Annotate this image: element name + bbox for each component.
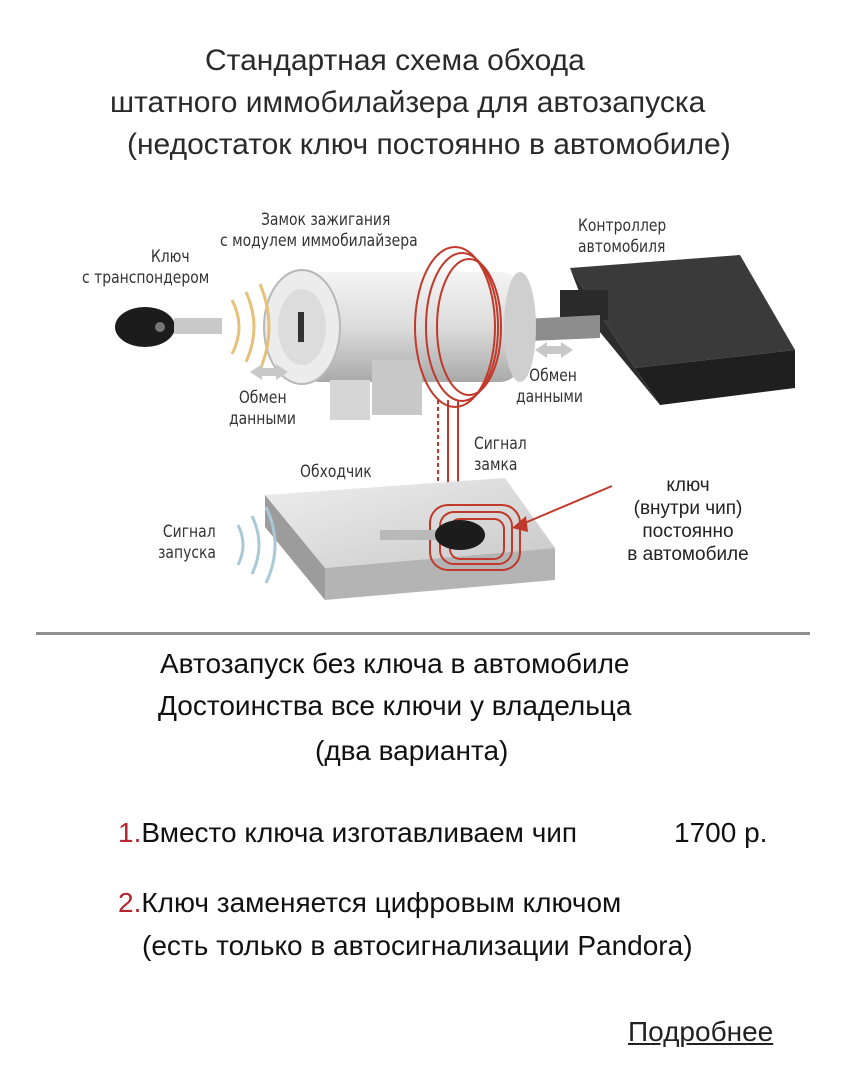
ignition-lock <box>263 269 536 420</box>
start-signal-label: Сигнал запуска <box>158 522 216 564</box>
variants-text: (два варианта) <box>315 735 509 766</box>
note-line3: постоянно <box>642 521 734 542</box>
exchange-right-label: Обмен данными <box>516 366 583 408</box>
option-2-note: (есть только в автосигнализации Pandora) <box>142 930 693 961</box>
exchange-right-line2: данными <box>516 387 583 407</box>
controller-label: Контроллер автомобиля <box>578 216 666 258</box>
lock-signal-line2: замка <box>474 455 518 475</box>
note-line4: в автомобиле <box>627 544 749 565</box>
exchange-right-line1: Обмен <box>529 366 577 386</box>
lock-signal-line1: Сигнал <box>474 434 527 454</box>
key-label-line1: Ключ <box>150 247 190 267</box>
pointer-arrow <box>512 485 613 532</box>
option-1-price: 1700 р. <box>674 817 768 848</box>
bypass-box <box>265 478 555 600</box>
autostart-heading: Автозапуск без ключа в автомобиле <box>160 648 630 679</box>
lock-label: Замок зажигания с модулем иммобилайзера <box>220 210 418 252</box>
option-2-text: Ключ заменяется цифровым ключом <box>141 887 622 918</box>
immobilizer-diagram <box>115 246 795 600</box>
key-inside-note: ключ (внутри чип) постоянно в автомобиле <box>608 474 768 566</box>
transponder-key <box>115 307 222 347</box>
more-link[interactable]: Подробнее <box>628 1016 774 1047</box>
option-2-number: 2. <box>118 887 142 918</box>
lock-label-line1: Замок зажигания <box>261 210 391 230</box>
controller-label-line1: Контроллер <box>578 216 667 236</box>
lock-signal-label: Сигнал замка <box>474 434 527 476</box>
controller-box <box>560 255 795 405</box>
key-label: Ключ с транспондером <box>82 247 209 289</box>
option-1: 1.Вместо ключа изготавливаем чип <box>118 817 577 849</box>
exchange-left-line2: данными <box>229 409 296 429</box>
title-line-3: (недостаток ключ постоянно в автомобиле) <box>127 128 731 161</box>
key-label-line2: с транспондером <box>82 268 210 288</box>
section-divider <box>36 632 810 635</box>
option-2: 2.Ключ заменяется цифровым ключом <box>118 887 621 919</box>
note-line1: ключ <box>666 475 710 496</box>
exchange-left-line1: Обмен <box>238 388 287 408</box>
start-signal-line2: запуска <box>158 543 216 563</box>
title-line-1: Стандартная схема обхода <box>205 44 585 77</box>
exchange-left-label: Обмен данными <box>229 388 296 430</box>
controller-label-line2: автомобиля <box>578 237 666 257</box>
note-line2: (внутри чип) <box>633 498 743 519</box>
title-line-2: штатного иммобилайзера для автозапуска <box>110 86 706 119</box>
lock-label-line2: с модулем иммобилайзера <box>220 231 418 251</box>
advantages-text: Достоинства все ключи у владельца <box>158 690 632 721</box>
start-signal-line1: Сигнал <box>162 522 216 542</box>
option-1-number: 1. <box>118 817 142 848</box>
bypass-label: Обходчик <box>300 462 372 482</box>
option-1-text: Вместо ключа изготавливаем чип <box>141 817 578 848</box>
